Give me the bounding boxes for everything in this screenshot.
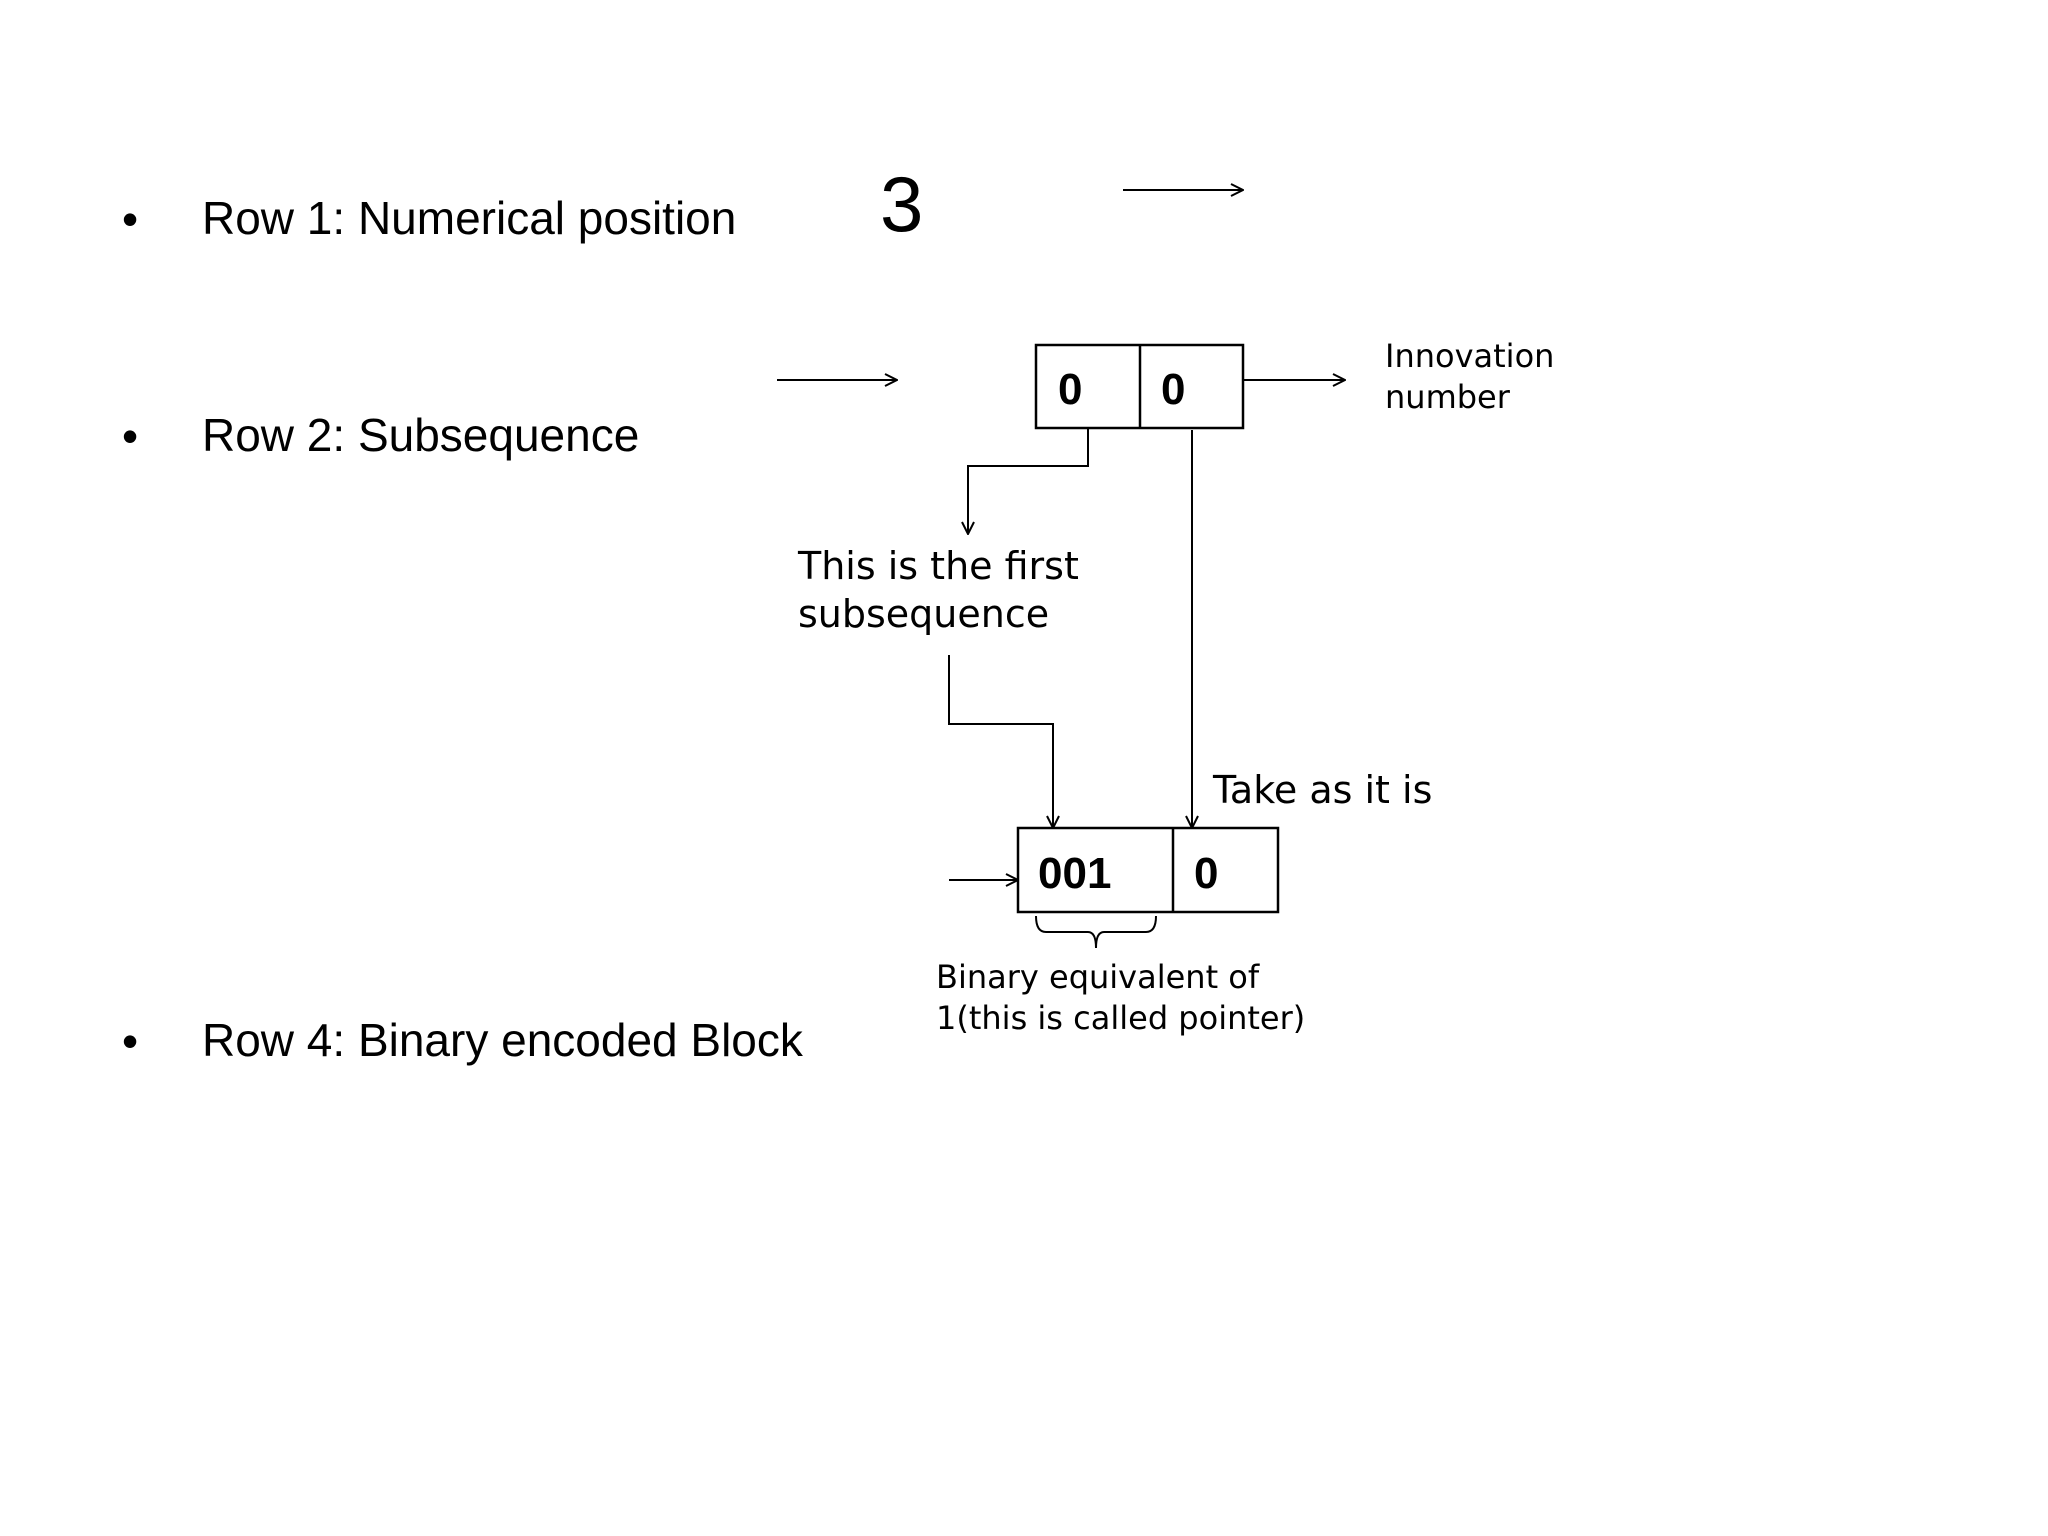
encoded-cell-2: 0 xyxy=(1194,849,1218,898)
binary-equivalent-line1: Binary equivalent of xyxy=(936,958,1260,996)
first-subsequence-label-line2: subsequence xyxy=(798,592,1049,636)
encoded-cell-1: 001 xyxy=(1038,849,1111,898)
binary-equivalent-line2: 1(this is called pointer) xyxy=(936,999,1305,1037)
first-cell-elbow-arrow xyxy=(968,428,1089,534)
subsequence-cell-2: 0 xyxy=(1161,365,1185,414)
subsequence-cell-1: 0 xyxy=(1058,365,1082,414)
label-to-encoded-arrow xyxy=(948,655,1053,828)
innovation-label-line2: number xyxy=(1385,378,1511,416)
innovation-label-line1: Innovation xyxy=(1385,337,1554,375)
first-subsequence-label-line1: This is the first xyxy=(797,544,1079,588)
take-as-is-label: Take as it is xyxy=(1212,768,1432,812)
pointer-brace xyxy=(1035,915,1157,949)
bullet-marker: • xyxy=(122,1015,139,1067)
row4-label: Row 4: Binary encoded Block xyxy=(202,1014,803,1066)
encoded-box xyxy=(1016,826,1280,914)
bullet-marker: • xyxy=(122,193,139,245)
row2-label: Row 2: Subsequence xyxy=(202,409,640,461)
row1-label: Row 1: Numerical position xyxy=(202,192,737,244)
numerical-position-value: 3 xyxy=(880,160,924,248)
bullet-marker: • xyxy=(122,410,139,462)
